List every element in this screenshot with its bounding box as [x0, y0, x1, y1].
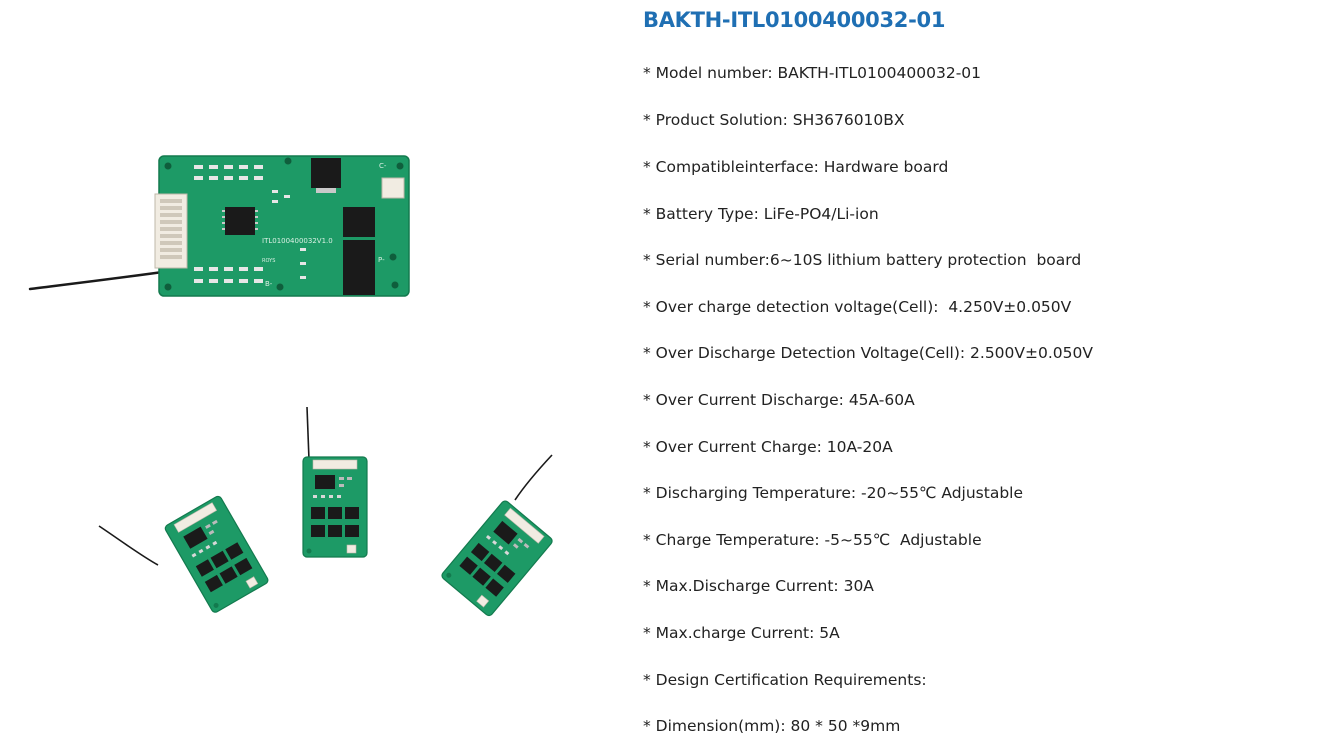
spec-discharging-temperature: * Discharging Temperature: -20~55℃ Adjus… — [643, 484, 1023, 502]
spec-dimension: * Dimension(mm): 80 * 50 *9mm — [643, 717, 901, 735]
product-photo-main: ITL0100400032V1.0 ROYS C- B- P- — [28, 155, 410, 297]
product-title: BAKTH-ITL0100400032-01 — [643, 8, 946, 32]
spec-over-current-charge: * Over Current Charge: 10A-20A — [643, 438, 893, 456]
product-photo-left — [98, 494, 270, 615]
spec-over-charge-voltage: * Over charge detection voltage(Cell): 4… — [643, 298, 1072, 316]
spec-model-number: * Model number: BAKTH-ITL0100400032-01 — [643, 64, 982, 82]
spec-interface: * Compatibleinterface: Hardware board — [643, 158, 949, 176]
spec-max-discharge-current: * Max.Discharge Current: 30A — [643, 577, 874, 595]
board-silk-label: ITL0100400032V1.0 — [262, 237, 333, 245]
product-photo-center — [302, 406, 368, 558]
spec-over-current-discharge: * Over Current Discharge: 45A-60A — [643, 391, 915, 409]
spec-serial-number: * Serial number:6~10S lithium battery pr… — [643, 251, 1082, 269]
spec-charge-temperature: * Charge Temperature: -5~55℃ Adjustable — [643, 531, 982, 549]
pad-label-b-minus: B- — [265, 280, 273, 288]
spec-product-solution: * Product Solution: SH3676010BX — [643, 111, 905, 129]
board-logo-text: ROYS — [262, 258, 275, 264]
pad-label-c-minus: C- — [379, 162, 387, 170]
spec-over-discharge-voltage: * Over Discharge Detection Voltage(Cell)… — [643, 344, 1093, 362]
spec-max-charge-current: * Max.charge Current: 5A — [643, 624, 840, 642]
pad-label-p-minus: P- — [378, 256, 385, 264]
product-image-area: ITL0100400032V1.0 ROYS C- B- P- — [0, 0, 600, 747]
spec-panel: BAKTH-ITL0100400032-01 * Model number: B… — [643, 0, 1323, 747]
spec-design-certification: * Design Certification Requirements: — [643, 671, 927, 689]
product-photo-right — [439, 454, 555, 618]
spec-battery-type: * Battery Type: LiFe-PO4/Li-ion — [643, 205, 879, 223]
